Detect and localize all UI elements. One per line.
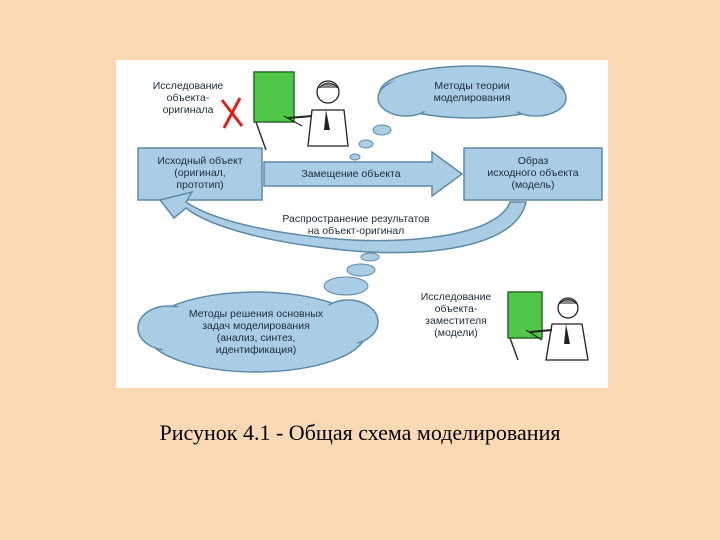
label-line: Методы теории [434,80,510,92]
arrow-replace [263,150,464,198]
label-line: идентификация) [215,344,297,356]
label-line: объекта- [434,303,478,315]
label-line: (модели) [434,327,478,339]
arrow-replace-label: Замещение объекта [276,168,426,180]
label-line: исходного объекта [487,167,579,179]
label-line: Образ [517,155,549,167]
box-model-label: Образ исходного объекта (модель) [464,155,602,191]
box-original-label: Исходный объект (оригинал, прототип) [138,155,262,191]
diagram-canvas [137,65,603,373]
label-line: задач моделирования [202,320,310,332]
label-line: Исследование [420,291,492,303]
label-line: Распространение результатов [282,213,430,225]
label-line: моделирования [433,92,511,104]
label-line: объекта- [166,92,210,104]
research-original-label: Исследование объекта- оригинала [134,80,242,116]
cloud-methods-label: Методы решения основных задач моделирова… [170,308,342,356]
label-line: прототип) [176,179,224,191]
cross-icon [220,97,244,129]
label-line: Замещение объекта [301,168,401,180]
presenter-icon-bottom [507,291,589,361]
diagram-panel: Исследование объекта- оригинала Методы т… [116,60,608,388]
label-line: Исследование [152,80,224,92]
label-line: (анализ, синтез, [216,332,296,344]
label-line: (модель) [511,179,555,191]
label-line: Методы решения основных [188,308,324,320]
box-model [463,147,603,201]
box-original [137,147,263,201]
figure-caption: Рисунок 4.1 - Общая схема моделирования [159,420,561,445]
research-substitute-label: Исследование объекта- заместителя (модел… [408,291,504,339]
presenter-icon-top [253,71,349,151]
cloud-theory-label: Методы теории моделирования [402,80,542,104]
cloud-methods [137,252,380,373]
arrow-spread-label: Распространение результатов на объект-ор… [256,213,456,237]
label-line: оригинала [162,104,214,116]
label-line: на объект-оригинал [307,225,405,237]
arrow-spread [158,190,527,254]
label-line: Исходный объект [157,155,243,167]
label-line: заместителя [425,315,487,327]
label-line: (оригинал, [174,167,226,179]
cloud-theory [349,65,567,161]
